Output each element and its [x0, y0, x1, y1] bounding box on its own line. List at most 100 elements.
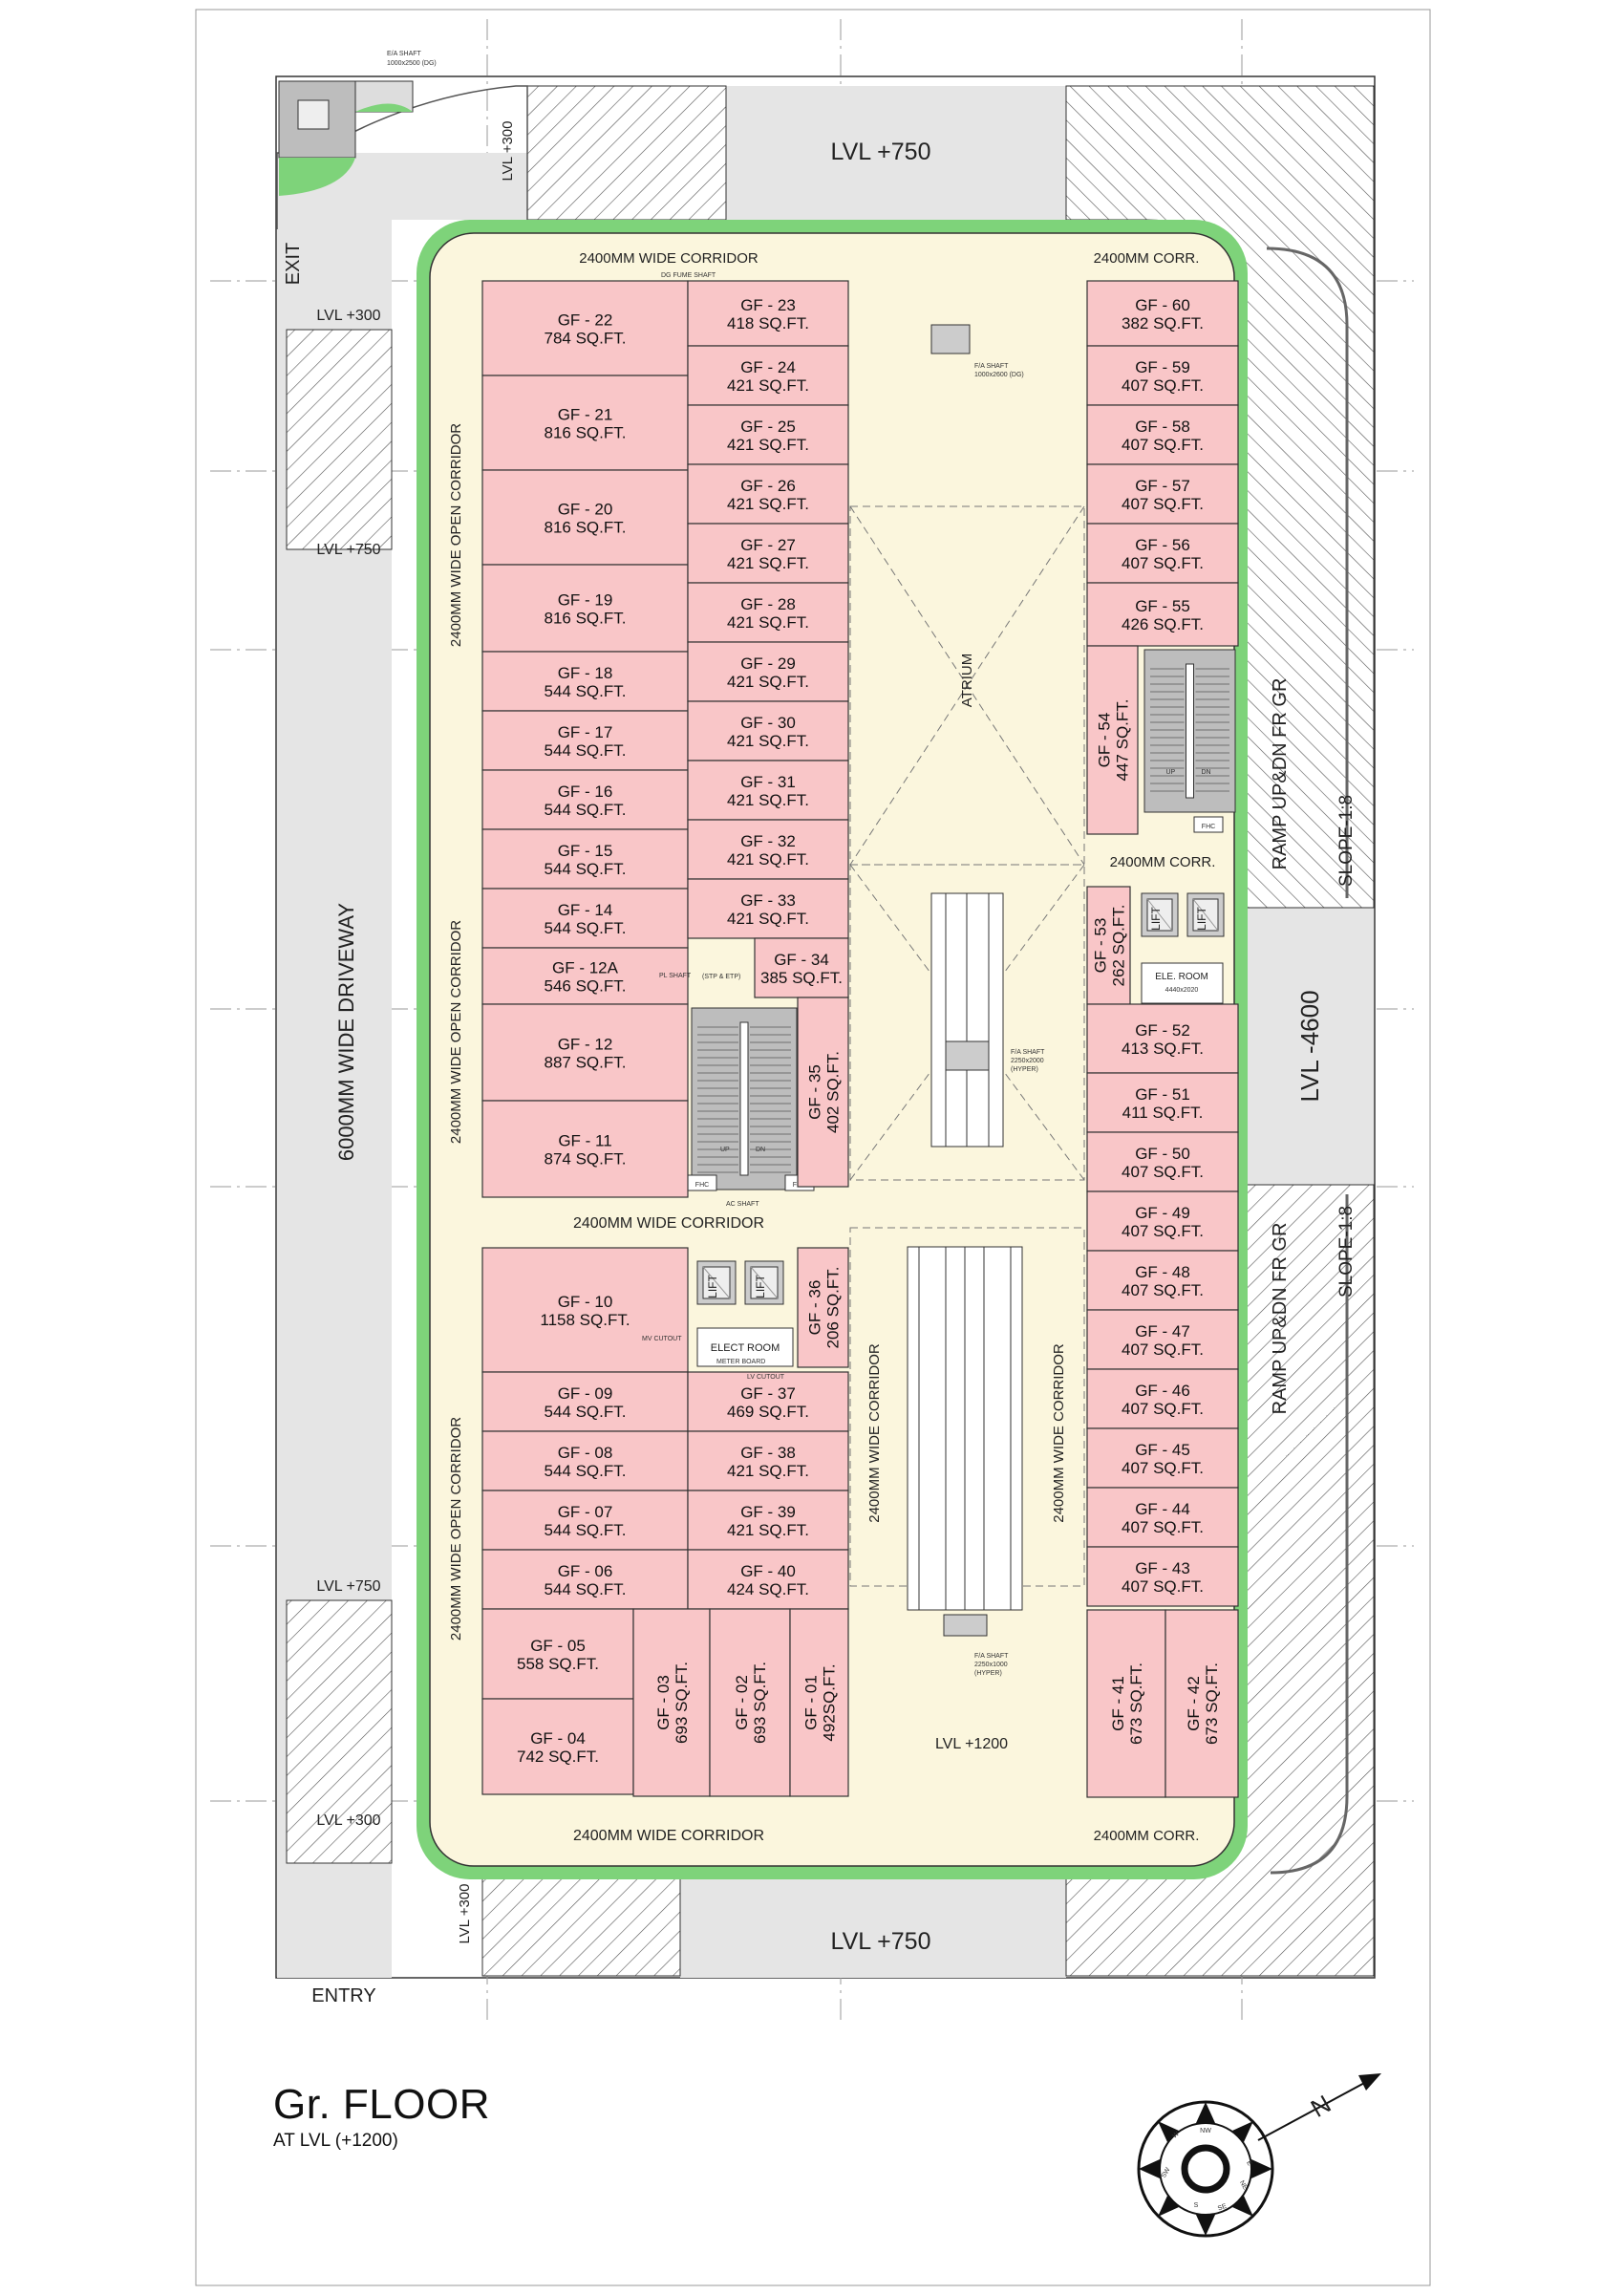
shop-name: GF - 34: [774, 951, 829, 969]
shop-label: GF - 01492SQ.FT.: [802, 1663, 839, 1741]
shop-outline: [1086, 280, 1239, 347]
shop-area: 407 SQ.FT.: [1122, 1281, 1204, 1299]
shop-outline: [481, 710, 689, 771]
shop-name: GF - 24: [740, 358, 796, 376]
shop-name: GF - 28: [740, 595, 796, 613]
shop-unit: GF - 35402 SQ.FT.: [797, 997, 849, 1188]
shop-area: 407 SQ.FT.: [1122, 554, 1204, 572]
shop-name: GF - 47: [1135, 1322, 1190, 1341]
shop-name: GF - 22: [558, 311, 613, 330]
fhc-label: FHC: [695, 1182, 709, 1189]
lvl-750-bottom: LVL +750: [831, 1928, 931, 1955]
shop-outline: [481, 1608, 634, 1700]
shop-area: 693 SQ.FT.: [673, 1662, 691, 1744]
compass-letter: S: [1194, 2202, 1199, 2209]
shop-area: 784 SQ.FT.: [545, 330, 627, 348]
shop-area: 544 SQ.FT.: [545, 1580, 627, 1598]
shop-label: GF - 02693 SQ.FT.: [733, 1662, 769, 1744]
shop-name: GF - 06: [558, 1562, 613, 1580]
lift-label: LIFT: [1195, 906, 1208, 930]
shop-area: 544 SQ.FT.: [545, 1462, 627, 1480]
lift: LIFT: [744, 1260, 784, 1305]
shop-outline: [481, 888, 689, 949]
shop-name: GF - 30: [740, 714, 796, 732]
lvl-750-left-bottom: LVL +750: [316, 1578, 380, 1595]
shop-name: GF - 25: [740, 418, 796, 436]
up-label: UP: [1166, 769, 1176, 776]
shop-area: 544 SQ.FT.: [545, 919, 627, 937]
electrical-room: ELECT ROOM: [696, 1327, 794, 1367]
shop-area: 421 SQ.FT.: [727, 495, 809, 513]
shop-name: GF - 07: [558, 1503, 613, 1521]
shop-outline: [687, 523, 849, 584]
compass-letter: SW: [1161, 2166, 1172, 2179]
shop-outline: [481, 469, 689, 566]
shop-name: GF - 02: [733, 1675, 751, 1730]
fa-shaft-2: F/A SHAFT: [1011, 1049, 1045, 1056]
shop-area: 544 SQ.FT.: [545, 1521, 627, 1539]
shop-name: GF - 04: [530, 1729, 586, 1748]
lvl-300-left-top: LVL +300: [316, 308, 380, 324]
shop-name: GF - 26: [740, 477, 796, 495]
shop-name: GF - 14: [558, 901, 613, 919]
shop-name: GF - 57: [1135, 477, 1190, 495]
corridor-top-right: 2400MM CORR.: [1094, 250, 1200, 267]
shop-name: GF - 33: [740, 891, 796, 910]
shop-area: 413 SQ.FT.: [1122, 1040, 1204, 1058]
shop-outline: [481, 1698, 634, 1795]
shop-outline: [1086, 523, 1239, 584]
corridor-mid: 2400MM WIDE CORRIDOR: [573, 1215, 764, 1232]
shop-area: 421 SQ.FT.: [727, 791, 809, 809]
corridor-mid-right: 2400MM CORR.: [1110, 854, 1216, 870]
shop-area: 382 SQ.FT.: [1122, 314, 1204, 332]
fa-shaft-3: F/A SHAFT: [974, 1653, 1009, 1660]
shop-outline: [1086, 1546, 1239, 1607]
shop-outline: [481, 1490, 689, 1551]
shop-name: GF - 31: [740, 773, 796, 791]
pl-shaft: PL SHAFT: [659, 973, 692, 979]
shop-name: GF - 16: [558, 783, 613, 801]
shop-area: 421 SQ.FT.: [727, 376, 809, 395]
shop-name: GF - 19: [558, 591, 613, 610]
shop-outline: [1086, 582, 1239, 647]
shop-name: GF - 46: [1135, 1382, 1190, 1400]
atrium-label: ATRIUM: [959, 654, 975, 707]
shop-outline: [1086, 1309, 1239, 1370]
shop-area: 262 SQ.FT.: [1110, 905, 1128, 987]
shop-unit: GF - 36206 SQ.FT.: [797, 1247, 849, 1368]
shop-outline: [1086, 1609, 1166, 1798]
shop-label: GF - 42673 SQ.FT.: [1185, 1662, 1221, 1745]
shop-area: 673 SQ.FT.: [1203, 1662, 1221, 1745]
shop-area: 421 SQ.FT.: [727, 1521, 809, 1539]
compass-letter: E: [1245, 2159, 1253, 2167]
shop-name: GF - 58: [1135, 418, 1190, 436]
lvl-300-bottom-left: LVL +300: [457, 1884, 473, 1944]
fa-shaft-3-size: 2250x1000: [974, 1662, 1008, 1668]
compass-north: N: [1306, 2090, 1336, 2123]
lvl-750-top: LVL +750: [831, 139, 931, 165]
drawing-subtitle: AT LVL (+1200): [273, 2131, 398, 2151]
